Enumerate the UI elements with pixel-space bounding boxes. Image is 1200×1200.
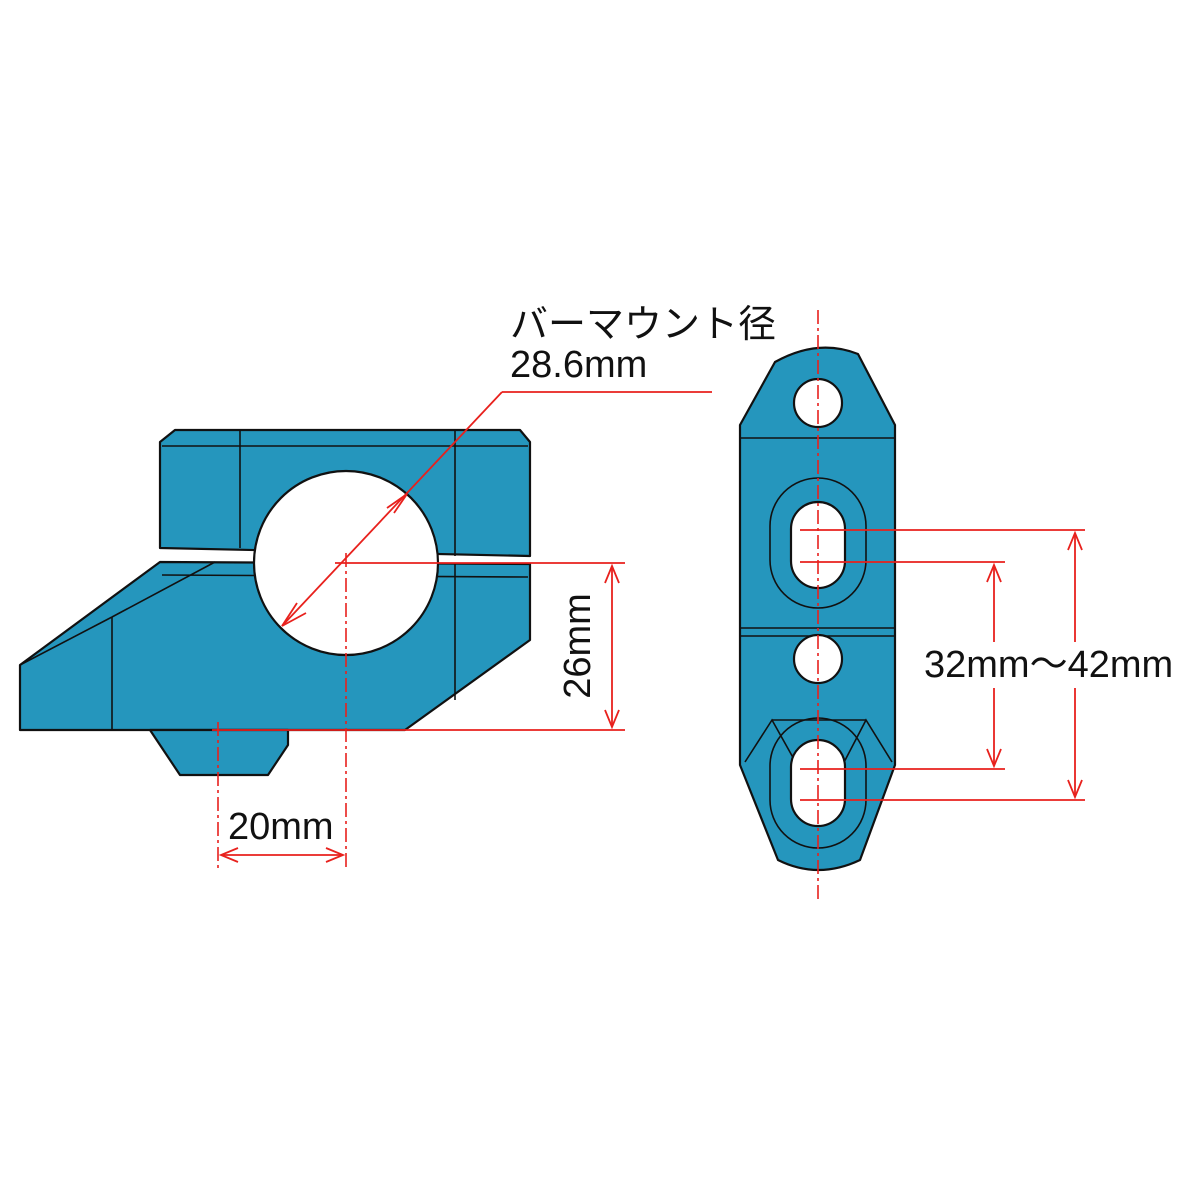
pitch-max-arrow-top bbox=[1067, 530, 1083, 551]
bore-arrow-lower bbox=[281, 602, 307, 627]
height-dimension-label: 26mm bbox=[557, 593, 599, 699]
bore-arrow-upper bbox=[386, 493, 408, 514]
offset-dimension-label: 20mm bbox=[228, 806, 334, 848]
height-arrow-bottom bbox=[604, 709, 620, 730]
body-nose-edge bbox=[19, 616, 113, 666]
pitch-max-arrow-bottom bbox=[1067, 779, 1083, 800]
pitch-range-label: 32mm～42mm bbox=[924, 644, 1174, 686]
offset-arrow-left bbox=[218, 847, 239, 863]
bar-mount-title-label: バーマウント径 bbox=[510, 304, 777, 346]
front-lower-chamfer-left bbox=[744, 718, 801, 771]
bar-mount-value-label: 28.6mm bbox=[510, 344, 648, 386]
pitch-min-arrow-bottom bbox=[986, 748, 1002, 769]
clamp-side-view bbox=[18, 428, 532, 777]
clamp-bottom-boss bbox=[148, 728, 290, 777]
offset-arrow-right bbox=[325, 847, 346, 863]
dimension-lines bbox=[212, 310, 1085, 900]
bore-diameter-line bbox=[281, 391, 503, 627]
body-slope-edge bbox=[111, 561, 216, 618]
clamp-front-view bbox=[738, 346, 897, 872]
front-lower-chamfer-right bbox=[839, 718, 893, 771]
pitch-min-arrow-top bbox=[986, 562, 1002, 583]
height-arrow-top bbox=[604, 563, 620, 584]
